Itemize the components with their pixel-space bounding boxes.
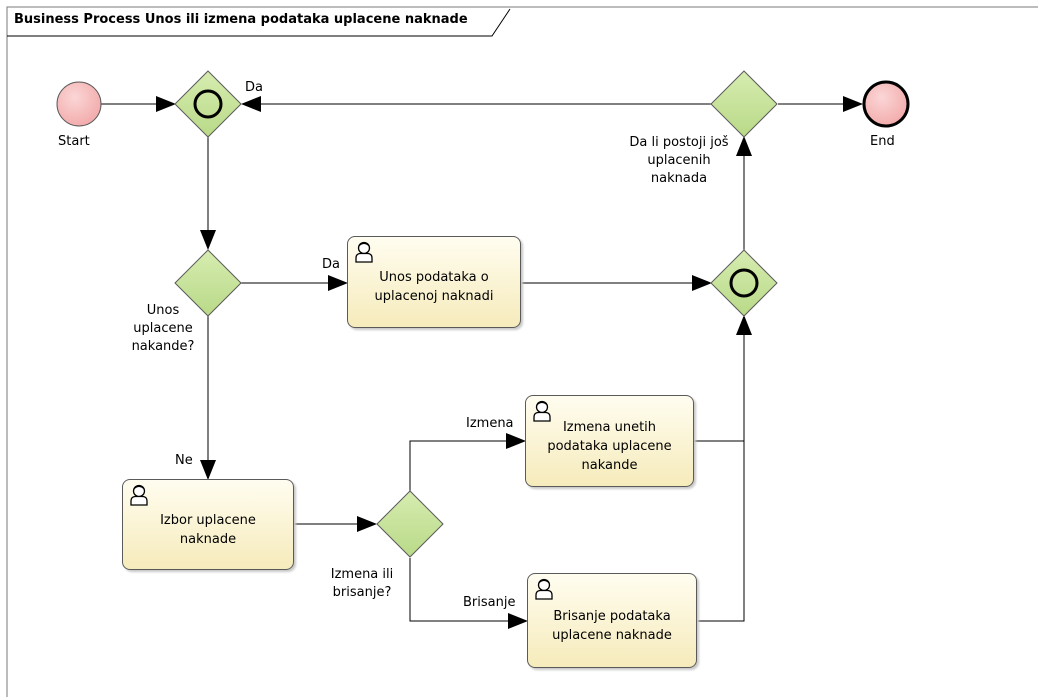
flow-label-brisanje: Brisanje	[463, 595, 516, 610]
start-event-label: Start	[58, 134, 90, 149]
user-icon	[354, 241, 374, 269]
flow-label-izmena: Izmena	[466, 416, 514, 431]
flow-izmena-question-to-brisanje	[409, 558, 528, 629]
end-event-label: End	[870, 134, 895, 149]
gateway-izmena-question	[376, 490, 444, 558]
circle-gateway-icon	[193, 89, 223, 119]
flow-label-da-unos: Da	[322, 257, 340, 272]
circle-gateway-icon	[729, 268, 759, 298]
task-label: Brisanje podataka uplacene naknade	[552, 608, 672, 643]
task-label: Izmena unetih podataka uplacene nakande	[547, 419, 672, 473]
gateway-unos-question-label: Unos uplacene nakande?	[131, 303, 195, 354]
merge-gateway-right	[710, 249, 778, 317]
merge-gateway-top	[174, 70, 242, 138]
task-label: Izbor uplacene naknade	[160, 512, 256, 547]
flow-label-ne: Ne	[175, 453, 193, 468]
user-icon	[532, 400, 552, 428]
user-icon	[129, 484, 149, 512]
diagram-frame	[6, 6, 1038, 697]
end-event	[862, 80, 910, 128]
user-icon	[534, 578, 554, 606]
flow-izmena-to-merge	[694, 315, 752, 442]
gateway-izmena-question-label: Izmena ili brisanje?	[330, 567, 394, 600]
task-izmena-podataka[interactable]: Izmena unetih podataka uplacene nakande	[525, 395, 694, 487]
flow-izmena-question-to-izmena	[409, 433, 526, 491]
task-label: Unos podataka o uplacenoj naknadi	[374, 270, 494, 304]
task-izbor-uplacene-naknade[interactable]: Izbor uplacene naknade	[122, 479, 294, 570]
start-event	[56, 81, 102, 127]
gateway-postoji	[710, 70, 778, 138]
flow-label-da-top: Da	[245, 80, 263, 95]
task-brisanje-podataka[interactable]: Brisanje podataka uplacene naknade	[527, 573, 697, 668]
flow-brisanje-to-merge	[697, 441, 745, 622]
diagram-title: Business Process Unos ili izmena podatak…	[14, 12, 468, 27]
sequence-flows	[101, 96, 863, 629]
gateway-unos-question	[174, 249, 242, 317]
task-unos-podataka[interactable]: Unos podataka o uplacenoj naknadi	[347, 236, 521, 328]
gateway-postoji-question-label: Da li postoji još uplacenih naknada	[629, 135, 729, 186]
